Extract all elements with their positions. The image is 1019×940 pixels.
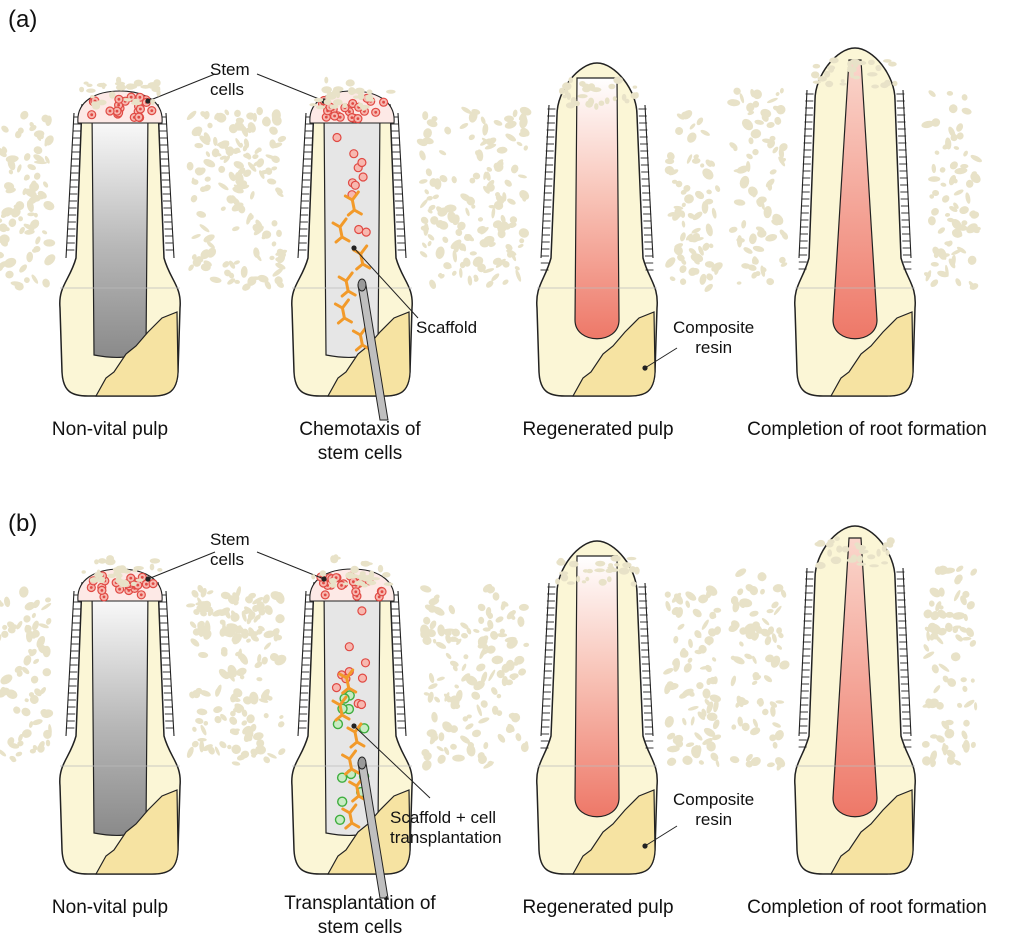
stem-cell — [359, 674, 367, 682]
composite-resin-label-a: Composite resin — [673, 318, 754, 358]
tooth-mature — [795, 48, 916, 396]
stem-cell — [333, 134, 341, 142]
transplanted-cell — [336, 815, 345, 824]
stem-cells-label-a: Stem cells — [210, 60, 250, 100]
stem-cell — [345, 643, 353, 651]
stem-cell — [333, 684, 341, 692]
composite-resin-label-b: Composite resin — [673, 790, 754, 830]
stem-cell — [359, 173, 367, 181]
tooth-mature — [795, 526, 916, 874]
caption-a-2: Chemotaxis of stem cells — [265, 418, 455, 466]
scaffold-cell-transplantation-label-b: Scaffold + cell transplantation — [390, 808, 502, 848]
caption-a-4: Completion of root formation — [717, 418, 1017, 442]
tooth-chemotaxis — [257, 74, 418, 420]
stem-cell — [350, 150, 358, 158]
stem-cell — [362, 228, 370, 236]
leader-line — [148, 552, 215, 579]
transplanted-cell — [333, 720, 342, 729]
leader-line — [257, 74, 324, 101]
caption-a-3: Regenerated pulp — [498, 418, 698, 442]
caption-b-1: Non-vital pulp — [20, 896, 200, 920]
stem-cell — [358, 607, 366, 615]
caption-b-4: Completion of root formation — [717, 896, 1017, 920]
caption-b-3: Regenerated pulp — [498, 896, 698, 920]
regenerated-pulp — [575, 78, 619, 339]
panel-a-letter: (a) — [8, 6, 37, 34]
stem-cell — [362, 659, 370, 667]
tooth-non-vital — [60, 74, 215, 396]
necrotic-pulp — [92, 588, 148, 835]
stem-cell — [358, 159, 366, 167]
stem-cells-label-b: Stem cells — [210, 530, 250, 570]
caption-b-2: Transplantation of stem cells — [245, 892, 475, 940]
transplanted-cell — [338, 797, 347, 806]
regenerated-pulp — [575, 556, 619, 817]
caption-a-1: Non-vital pulp — [20, 418, 200, 442]
scaffold-label-a: Scaffold — [416, 318, 477, 338]
stem-cell — [351, 181, 359, 189]
panel-b-letter: (b) — [8, 510, 37, 538]
stem-cell — [355, 226, 363, 234]
tooth-regenerated — [537, 541, 677, 874]
tooth-non-vital — [60, 552, 215, 874]
stem-cell — [358, 701, 366, 709]
necrotic-pulp — [92, 110, 148, 357]
tooth-regenerated — [537, 63, 677, 396]
